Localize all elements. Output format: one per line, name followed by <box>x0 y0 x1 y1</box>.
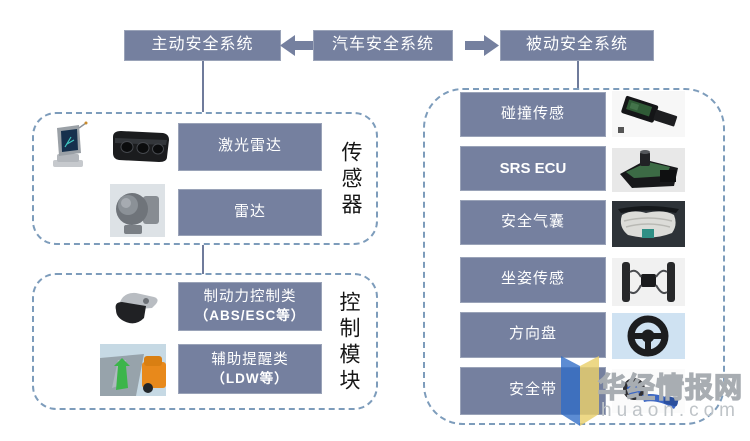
brake-control-line2: （ABS/ESC等） <box>194 308 306 324</box>
brake-control-line1: 制动力控制类 <box>203 289 297 306</box>
watermark-brand: 华经情报网 <box>597 372 744 404</box>
passive-safety-node: 被动安全系统 <box>500 30 654 61</box>
collision-sensor-label: 碰撞传感 <box>460 92 606 137</box>
arrow-right-icon <box>465 35 499 56</box>
sensor-group-caption: 传感器 <box>339 141 363 219</box>
assist-reminder-line1: 辅助提醒类 <box>211 351 289 368</box>
sensor-group-box <box>32 112 378 245</box>
seat-posture-label: 坐姿传感 <box>460 257 606 303</box>
huaon-logo-icon <box>561 356 599 426</box>
steering-wheel-label: 方向盘 <box>460 312 606 358</box>
control-group-box <box>32 273 378 410</box>
seat-posture-sensor-photo <box>612 258 685 306</box>
connector-passive-to-group <box>577 61 579 89</box>
brake-control-label: 制动力控制类 （ABS/ESC等） <box>178 282 322 331</box>
collision-sensor-photo <box>612 91 685 137</box>
radar-label: 雷达 <box>178 189 322 236</box>
connector-sensors-to-control <box>202 245 204 274</box>
arrow-left-icon <box>280 35 314 56</box>
root-system-node: 汽车安全系统 <box>313 30 453 61</box>
camera-module-photo <box>107 123 173 169</box>
connector-active-to-sensors <box>202 61 204 112</box>
steering-wheel-photo <box>612 313 685 359</box>
lane-departure-warning-photo <box>100 344 166 396</box>
assist-reminder-label: 辅助提醒类 （LDW等） <box>178 344 322 394</box>
passive-group-box <box>423 88 725 425</box>
srs-ecu-photo <box>612 148 685 192</box>
spherical-radar-photo <box>110 184 165 237</box>
seatbelt-photo <box>612 369 685 413</box>
lidar-label: 激光雷达 <box>178 123 322 171</box>
active-safety-node: 主动安全系统 <box>124 30 281 61</box>
srs-ecu-label: SRS ECU <box>460 146 606 191</box>
watermark-domain: huaon.com <box>601 400 741 421</box>
brake-caliper-photo <box>106 284 166 332</box>
control-group-caption: 控制模块 <box>337 291 361 395</box>
airbag-label: 安全气囊 <box>460 200 606 245</box>
radar-scope-photo <box>53 121 88 167</box>
assist-reminder-line2: （LDW等） <box>211 370 289 386</box>
airbag-photo <box>612 201 685 247</box>
